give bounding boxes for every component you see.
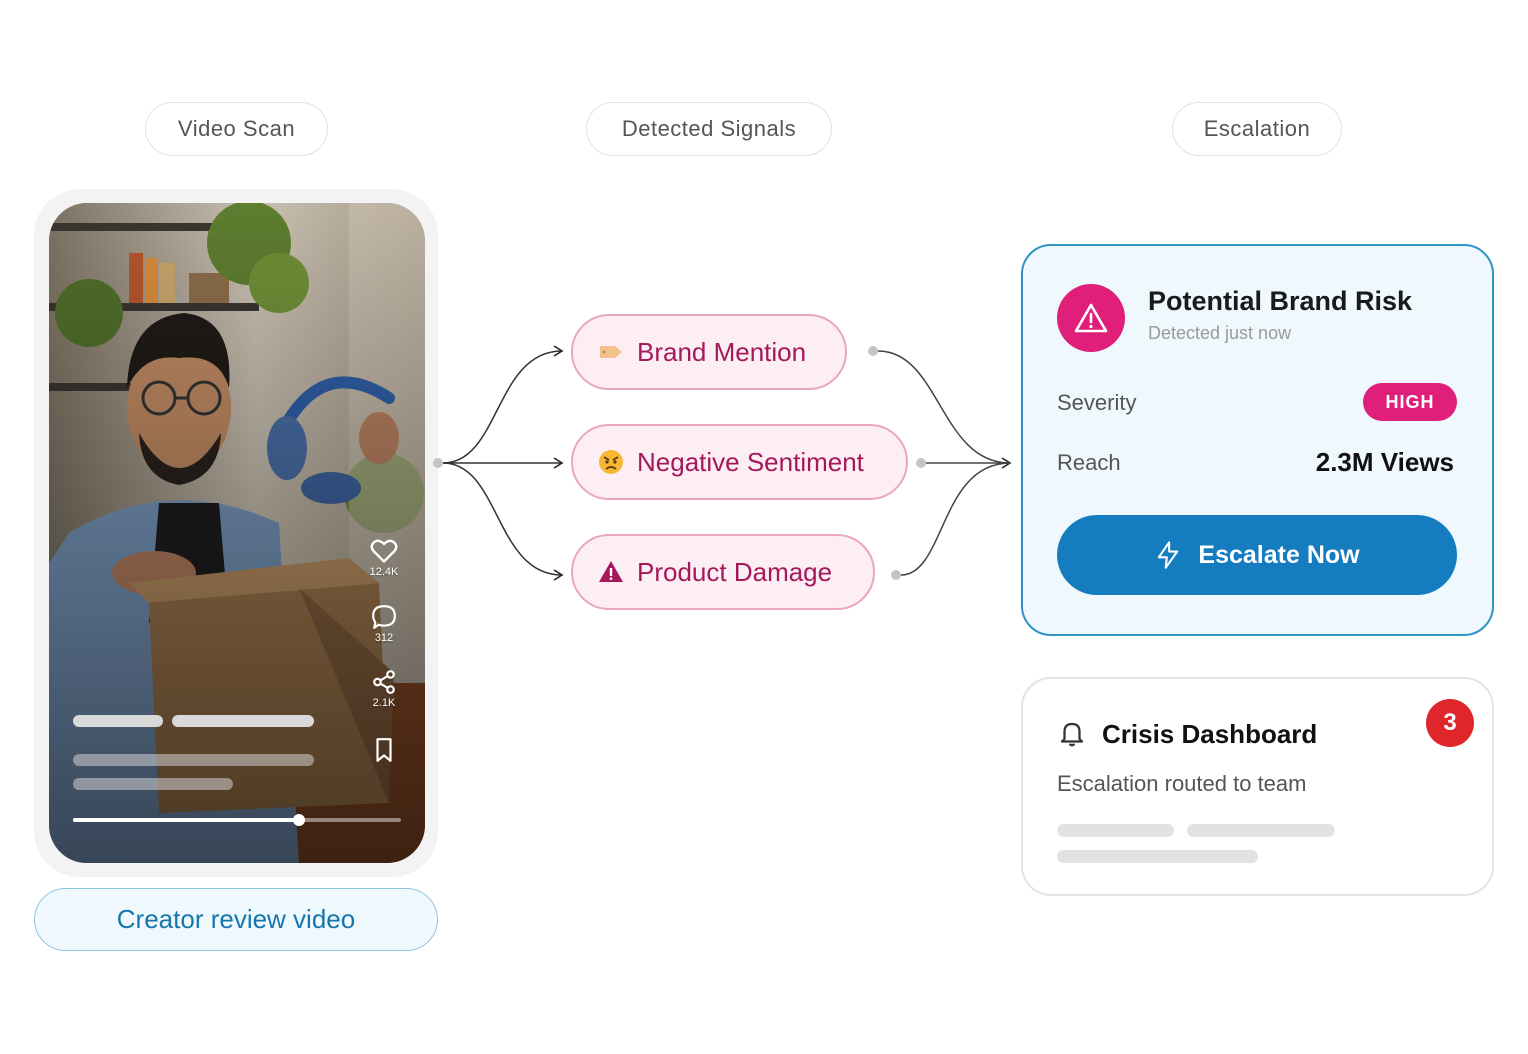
crisis-dashboard-subtitle: Escalation routed to team (1057, 771, 1307, 796)
connector-node (868, 346, 878, 356)
risk-title: Potential Brand Risk (1148, 286, 1413, 316)
connector-to-product-damage (442, 462, 564, 581)
reach-label: Reach (1057, 450, 1121, 475)
comment-icon (372, 605, 396, 629)
reach-value: 2.3M Views (1315, 447, 1454, 477)
content-placeholder-line (1057, 824, 1174, 837)
severity-badge: HIGH (1363, 383, 1457, 421)
connector-to-brand-mention (442, 345, 564, 464)
signal-chip-negative-sentiment[interactable]: Negative Sentiment (571, 424, 908, 500)
video-progress-handle[interactable] (293, 814, 306, 826)
bookmark-icon (376, 738, 392, 762)
video-progress-bar[interactable] (73, 814, 401, 826)
video-progress-fill (73, 818, 300, 822)
connector-from-product-damage (900, 462, 1011, 576)
video-caption-label: Creator review video (34, 888, 438, 951)
price-tag-icon (600, 346, 622, 358)
signal-chip-product-damage[interactable]: Product Damage (571, 534, 875, 610)
like-count: 12.4K (369, 566, 399, 578)
bookmark-action[interactable] (364, 737, 404, 763)
share-action[interactable]: 2.1K (364, 669, 404, 709)
crisis-dashboard-title: Crisis Dashboard (1102, 719, 1318, 749)
bell-icon (1060, 722, 1084, 747)
signal-label: Brand Mention (637, 336, 807, 367)
risk-subtitle: Detected just now (1148, 323, 1292, 343)
stage-pill-video-scan: Video Scan (145, 102, 328, 156)
signal-label: Product Damage (637, 556, 833, 587)
caption-placeholder-line (73, 715, 163, 727)
video-player[interactable]: 12.4K 312 2.1K (49, 203, 425, 863)
signal-chip-brand-mention[interactable]: Brand Mention (571, 314, 847, 390)
comment-action[interactable]: 312 (364, 604, 404, 644)
video-thumbnail (49, 203, 425, 863)
content-placeholder-line (1187, 824, 1335, 837)
caption-placeholder-line (172, 715, 314, 727)
content-placeholder-line (1057, 850, 1258, 863)
escalate-now-button[interactable]: Escalate Now (1057, 515, 1457, 595)
stage-pill-escalation: Escalation (1172, 102, 1342, 156)
angry-face-icon (599, 450, 623, 474)
connector-node (891, 570, 901, 580)
stage-pill-detected-signals: Detected Signals (586, 102, 832, 156)
severity-label: Severity (1057, 390, 1137, 415)
heart-icon (370, 539, 398, 563)
notification-badge: 3 (1426, 699, 1474, 747)
share-icon (373, 670, 395, 694)
connector-node (433, 458, 443, 468)
warning-icon (599, 561, 623, 582)
connector-from-brand-mention (877, 350, 1011, 464)
comment-count: 312 (374, 632, 394, 644)
like-action[interactable]: 12.4K (364, 538, 404, 578)
lightning-icon (1158, 541, 1179, 569)
connector-node (916, 458, 926, 468)
signal-label: Negative Sentiment (637, 446, 864, 477)
alert-icon (1057, 284, 1125, 352)
crisis-dashboard-card[interactable]: Crisis Dashboard Escalation routed to te… (1021, 677, 1494, 896)
brand-risk-card: Potential Brand Risk Detected just now S… (1021, 244, 1494, 636)
escalate-now-label: Escalate Now (1198, 540, 1360, 569)
share-count: 2.1K (372, 697, 396, 709)
caption-placeholder-line (73, 778, 233, 790)
caption-placeholder-line (73, 754, 314, 766)
